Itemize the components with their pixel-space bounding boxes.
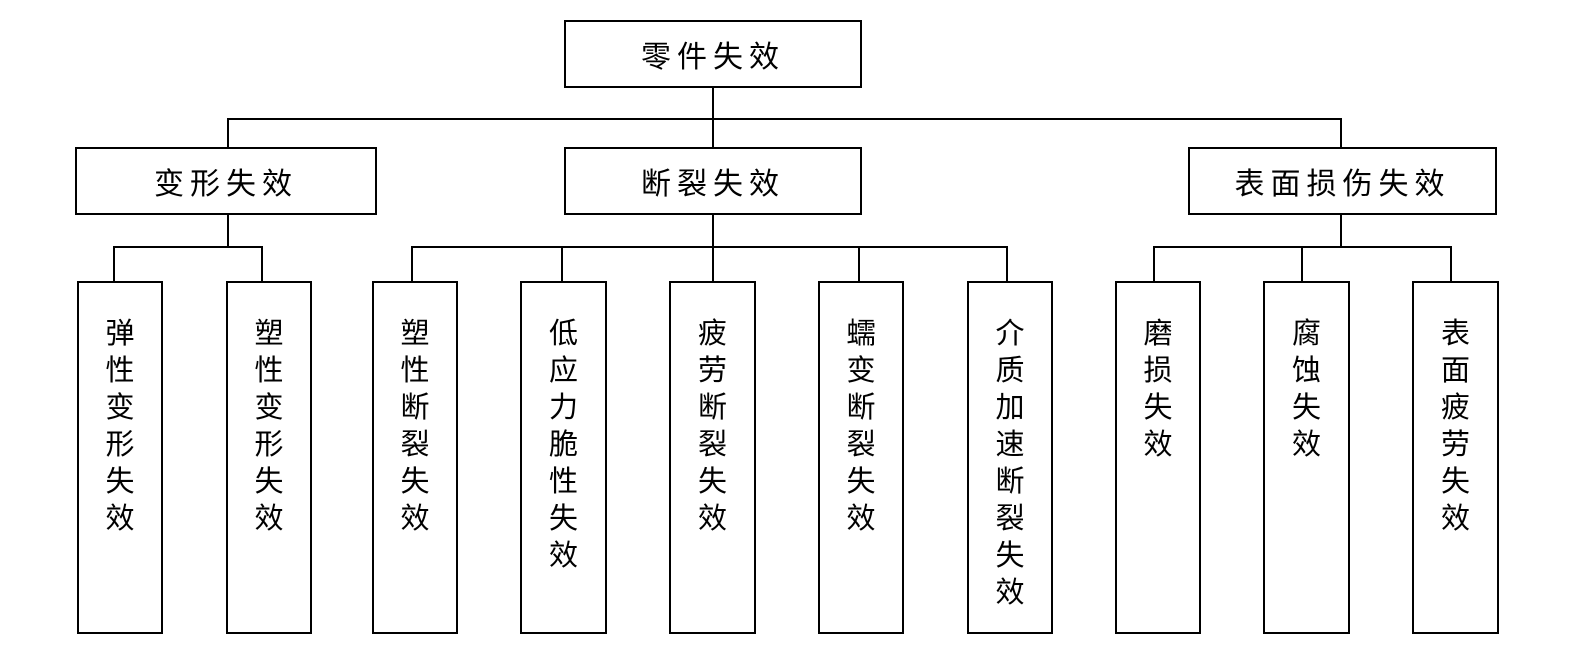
category-drop-line-fracture (712, 118, 714, 148)
leaf-node: 塑性变形失效 (226, 281, 312, 634)
surface-drop-line-1 (1153, 246, 1155, 282)
category-label: 变形失效 (154, 167, 298, 202)
category-label: 断裂失效 (641, 167, 785, 202)
leaf-label: 低应力脆性失效 (548, 316, 578, 572)
category-node-surface: 表面损伤失效 (1188, 147, 1497, 215)
fracture-bus-line (411, 246, 1008, 248)
leaf-node: 低应力脆性失效 (520, 281, 607, 634)
leaf-node: 腐蚀失效 (1263, 281, 1350, 634)
root-label: 零件失效 (641, 40, 785, 75)
leaf-label: 表面疲劳失效 (1440, 316, 1470, 535)
surface-drop-line-3 (1450, 246, 1452, 282)
leaf-label: 磨损失效 (1143, 316, 1173, 461)
surface-stem-line (1340, 214, 1342, 247)
category-label: 表面损伤失效 (1234, 167, 1451, 202)
category-drop-line-surface (1340, 118, 1342, 148)
fracture-drop-line-1 (411, 246, 413, 282)
fracture-stem-line (712, 214, 714, 247)
category-node-fracture: 断裂失效 (564, 147, 862, 215)
leaf-label: 腐蚀失效 (1291, 316, 1321, 461)
root-stem-line (712, 87, 714, 119)
leaf-node: 表面疲劳失效 (1412, 281, 1499, 634)
leaf-node: 塑性断裂失效 (372, 281, 458, 634)
category-drop-line-deformation (227, 118, 229, 148)
category-bus-line (227, 118, 1342, 120)
leaf-node: 弹性变形失效 (77, 281, 163, 634)
fracture-drop-line-2 (561, 246, 563, 282)
leaf-node: 介质加速断裂失效 (967, 281, 1053, 634)
root-node: 零件失效 (564, 20, 862, 88)
leaf-label: 塑性断裂失效 (400, 316, 430, 535)
deformation-stem-line (227, 214, 229, 247)
leaf-node: 磨损失效 (1115, 281, 1201, 634)
surface-drop-line-2 (1301, 246, 1303, 282)
leaf-node: 蠕变断裂失效 (818, 281, 904, 634)
leaf-label: 疲劳断裂失效 (697, 316, 727, 535)
leaf-node: 疲劳断裂失效 (669, 281, 756, 634)
deformation-drop-line-2 (261, 246, 263, 282)
deformation-drop-line-1 (113, 246, 115, 282)
leaf-label: 弹性变形失效 (105, 316, 135, 535)
fracture-drop-line-5 (1006, 246, 1008, 282)
leaf-label: 塑性变形失效 (254, 316, 284, 535)
leaf-label: 介质加速断裂失效 (995, 316, 1025, 609)
fracture-drop-line-4 (858, 246, 860, 282)
deformation-bus-line (113, 246, 263, 248)
leaf-label: 蠕变断裂失效 (846, 316, 876, 535)
category-node-deformation: 变形失效 (75, 147, 377, 215)
fracture-drop-line-3 (712, 246, 714, 282)
